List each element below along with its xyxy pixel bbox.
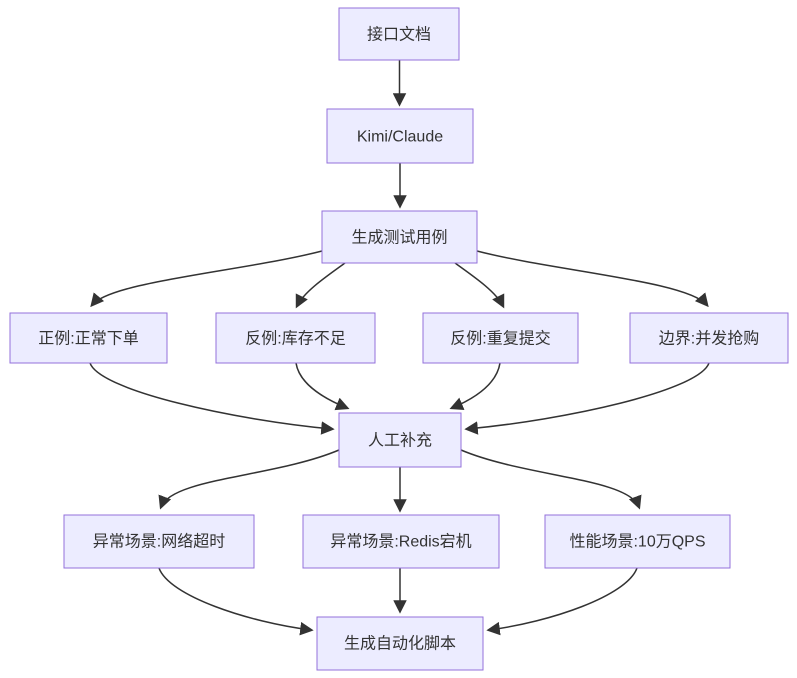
edge-layer	[89, 60, 710, 636]
node-positive-normal-order-box	[9, 312, 168, 364]
node-generate-automation-script-label: 生成自动化脚本	[344, 635, 456, 653]
edge-exception-network-timeout-to-generate-automation-script	[158, 567, 314, 636]
node-boundary-concurrent-purchase-box	[629, 312, 789, 364]
node-generate-test-cases-box	[321, 210, 478, 264]
node-kimi-claude-label: Kimi/Claude	[357, 129, 443, 146]
edge-generate-test-cases-to-negative-duplicate-submit	[454, 262, 505, 309]
node-negative-out-of-stock: 反例:库存不足	[215, 312, 376, 364]
node-positive-normal-order-label: 正例:正常下单	[38, 330, 138, 348]
edge-negative-duplicate-submit-to-manual-supplement	[449, 362, 501, 411]
node-manual-supplement-box	[338, 412, 462, 468]
edge-manual-supplement-to-performance-100k-qps	[460, 449, 642, 510]
edge-negative-out-of-stock-to-manual-supplement	[295, 362, 350, 411]
node-exception-redis-down-label: 异常场景:Redis宕机	[330, 533, 471, 551]
edge-performance-100k-qps-to-generate-automation-script	[486, 567, 638, 636]
node-generate-automation-script: 生成自动化脚本	[316, 616, 484, 671]
node-exception-redis-down: 异常场景:Redis宕机	[302, 514, 500, 569]
edge-positive-normal-order-to-manual-supplement	[89, 362, 335, 435]
node-negative-duplicate-submit-label: 反例:重复提交	[450, 330, 550, 348]
node-generate-test-cases: 生成测试用例	[321, 210, 478, 264]
node-performance-100k-qps-box	[544, 514, 731, 569]
node-boundary-concurrent-purchase: 边界:并发抢购	[629, 312, 789, 364]
edge-generate-test-cases-to-negative-out-of-stock	[295, 262, 346, 309]
node-exception-network-timeout-box	[63, 514, 255, 569]
node-exception-redis-down-box	[302, 514, 500, 569]
node-generate-automation-script-box	[316, 616, 484, 671]
node-negative-out-of-stock-label: 反例:库存不足	[245, 330, 345, 348]
node-api-doc-label: 接口文档	[367, 26, 431, 44]
node-negative-duplicate-submit-box	[422, 312, 579, 364]
edge-manual-supplement-to-exception-network-timeout	[158, 449, 340, 510]
node-positive-normal-order: 正例:正常下单	[9, 312, 168, 364]
node-exception-network-timeout-label: 异常场景:网络超时	[93, 532, 225, 551]
node-kimi-claude-box	[326, 108, 474, 164]
node-generate-test-cases-label: 生成测试用例	[351, 229, 447, 247]
edge-boundary-concurrent-purchase-to-manual-supplement	[464, 362, 710, 435]
node-exception-network-timeout: 异常场景:网络超时	[63, 514, 255, 569]
node-performance-100k-qps: 性能场景:10万QPS	[544, 514, 731, 569]
node-api-doc: 接口文档	[338, 7, 460, 61]
node-api-doc-box	[338, 7, 460, 61]
edge-generate-test-cases-to-positive-normal-order	[90, 250, 323, 308]
node-negative-duplicate-submit: 反例:重复提交	[422, 312, 579, 364]
node-performance-100k-qps-label: 性能场景:10万QPS	[569, 533, 705, 551]
node-negative-out-of-stock-box	[215, 312, 376, 364]
edge-generate-test-cases-to-boundary-concurrent-purchase	[476, 250, 709, 308]
node-kimi-claude: Kimi/Claude	[326, 108, 474, 164]
node-boundary-concurrent-purchase-label: 边界:并发抢购	[659, 330, 759, 348]
node-manual-supplement: 人工补充	[338, 412, 462, 468]
node-manual-supplement-label: 人工补充	[368, 432, 432, 450]
